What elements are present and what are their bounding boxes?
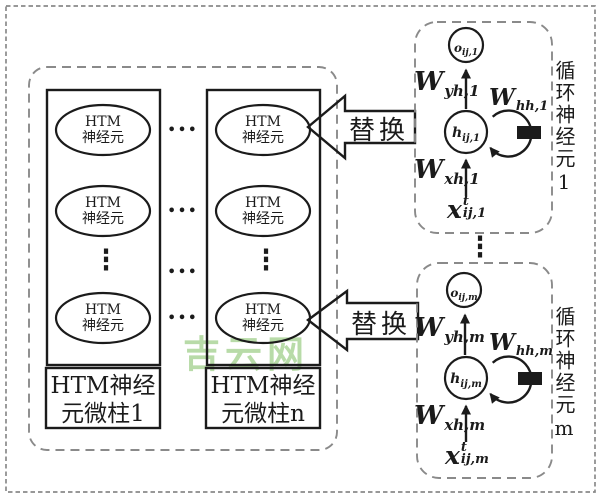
rnn-m-output-label: oij,m: [450, 286, 478, 303]
replace-arrow-bottom: [306, 288, 420, 353]
rnn-m-hidden-label: hij,m: [450, 371, 482, 390]
rnn-1-output-label: oij,1: [453, 41, 479, 58]
htm-column-1-caption-box: [44, 366, 162, 430]
htm-neuron-ellipse: [54, 184, 152, 238]
replace-label-bottom: 替换: [350, 310, 411, 340]
htm-neuron-ellipse: [54, 291, 152, 345]
htm-column-1-box: [45, 88, 162, 367]
rnn-1-wyh-label: Wyh,1: [414, 67, 480, 100]
replace-label-top: 替换: [348, 116, 409, 146]
outer-dashed-border: [5, 5, 596, 493]
rnn-1-wxh-label: Wxh,1: [414, 155, 480, 188]
rnn-m-whh-label: Whh,m: [489, 329, 554, 359]
rnn-unit-m-dashed-box: [416, 262, 553, 479]
rnn-unit-1-dashed-box: [414, 21, 553, 234]
hdots-icon: •••: [167, 204, 199, 219]
hdots-icon: •••: [167, 311, 199, 326]
rnn-m-side-label: 循环神经元m: [552, 306, 576, 442]
hdots-icon: •••: [167, 265, 199, 280]
htm-column-n-box: [205, 88, 322, 367]
hdots-icon: •••: [167, 123, 199, 138]
vdots-icon: ⋮: [254, 243, 278, 277]
rnn-m-delay-block: [518, 372, 542, 385]
rnn-m-wyh-label: Wyh,m: [414, 313, 485, 346]
htm-column-n-caption-box: [204, 366, 322, 430]
rnn-1-output-node: [447, 26, 485, 64]
htm-neuron-ellipse: [54, 103, 152, 157]
rnn-m-wxh-label: Wxh,m: [414, 401, 486, 434]
rnn-m-output-node: [445, 271, 483, 309]
htm-column-n-caption: HTM神经元微柱n: [210, 373, 316, 427]
htm-column-1-caption: HTM神经元微柱1: [50, 373, 156, 427]
vdots-icon: ⋮: [94, 243, 118, 277]
rnn-1-whh-label: Whh,1: [489, 84, 549, 114]
rnn-1-side-label: 循环神经元1: [552, 60, 576, 196]
htm-group-dashed-box: [28, 66, 338, 451]
rnn-1-hidden-node: [443, 109, 489, 155]
rnn-m-hidden-node: [443, 355, 489, 401]
rnn-1-hidden-label: hij,1: [451, 125, 481, 144]
vdots-icon: ⋮: [468, 230, 492, 264]
htm-neuron-ellipse: [214, 184, 312, 238]
rnn-1-delay-block: [517, 126, 541, 139]
